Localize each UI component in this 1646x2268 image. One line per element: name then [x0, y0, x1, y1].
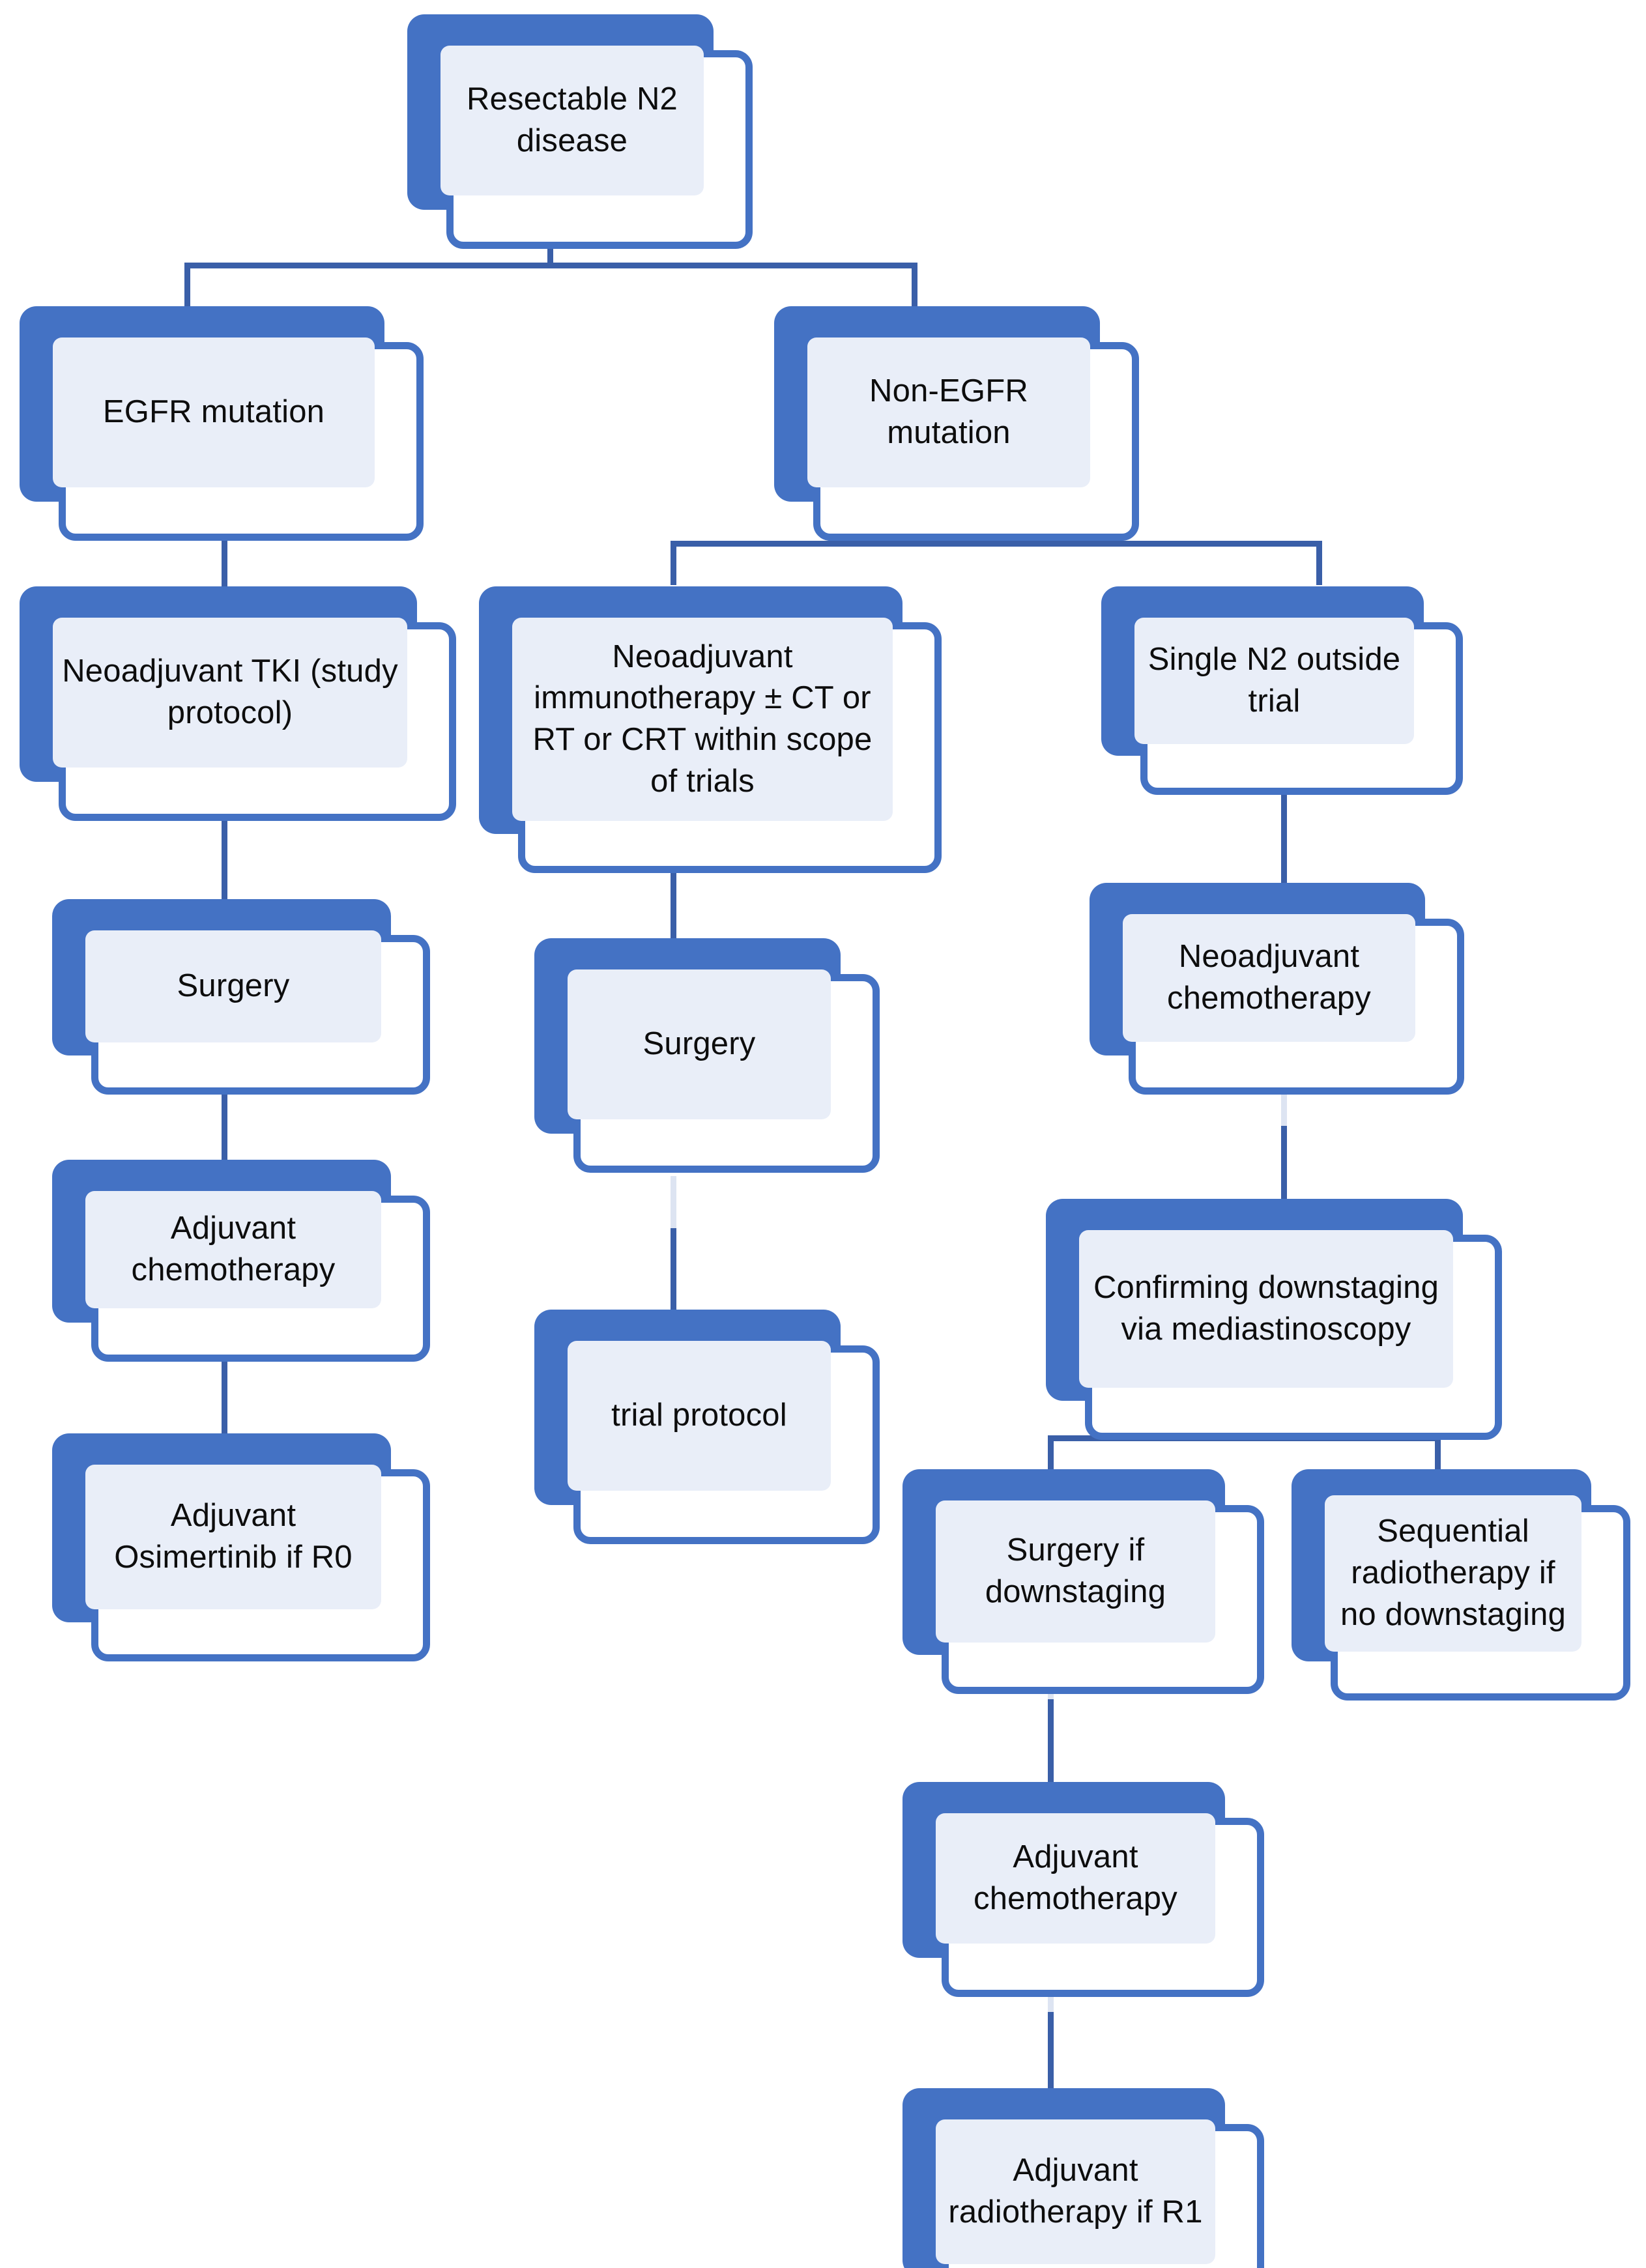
node-label: Non-EGFR mutation [869, 373, 1028, 450]
connector-surgeryleft-to-adjchemo [222, 1078, 227, 1161]
node-resectable-n2-disease[interactable]: Resectable N2 disease [407, 14, 753, 249]
node-label: Neoadjuvant TKI (study protocol) [62, 653, 398, 730]
connector-adjchemoright-to-adjrt [1048, 2012, 1054, 2090]
node-label: Confirming downstaging via mediastinosco… [1093, 1270, 1439, 1347]
node-label: Adjuvant chemotherapy [974, 1839, 1177, 1916]
connector-surgerymid-inner-tick [671, 1176, 676, 1228]
node-surgery-left[interactable]: Surgery [52, 899, 430, 1095]
node-text-box: Adjuvant radiotherapy if R1 [936, 2119, 1215, 2264]
node-surgery-if-downstaging[interactable]: Surgery if downstaging [902, 1469, 1264, 1694]
connector-surgerydown-to-adjchemo [1048, 1699, 1054, 1784]
node-neoadjuvant-tki[interactable]: Neoadjuvant TKI (study protocol) [20, 586, 456, 821]
node-text-box: Resectable N2 disease [440, 46, 704, 195]
connector-level1-bar [184, 263, 917, 268]
connector-neochemo-to-confirm [1281, 1126, 1287, 1203]
node-label: Surgery if downstaging [985, 1532, 1166, 1609]
node-label: Surgery [177, 968, 290, 1004]
node-sequential-radiotherapy[interactable]: Sequential radiotherapy if no downstagin… [1292, 1469, 1630, 1701]
node-adjuvant-radiotherapy-r1[interactable]: Adjuvant radiotherapy if R1 [902, 2088, 1264, 2268]
node-egfr-mutation[interactable]: EGFR mutation [20, 306, 424, 541]
connector-level2-right-drop [1316, 541, 1322, 585]
node-adjuvant-osimertinib-r0[interactable]: Adjuvant Osimertinib if R0 [52, 1433, 430, 1661]
node-label: Neoadjuvant chemotherapy [1167, 939, 1371, 1016]
connector-neoimmuno-to-surgerymid [671, 865, 676, 940]
node-single-n2-outside-trial[interactable]: Single N2 outside trial [1101, 586, 1463, 795]
node-surgery-middle[interactable]: Surgery [534, 938, 880, 1173]
connector-neochemo-inner-tick [1281, 1069, 1287, 1126]
connector-level1-left-drop [184, 263, 190, 308]
node-label: Surgery [643, 1026, 756, 1062]
node-label: Resectable N2 disease [467, 81, 678, 158]
node-non-egfr-mutation[interactable]: Non-EGFR mutation [774, 306, 1139, 541]
node-neoadjuvant-immunotherapy[interactable]: Neoadjuvant immunotherapy ± CT or RT or … [479, 586, 942, 873]
node-text-box: Surgery [85, 930, 381, 1042]
node-neoadjuvant-chemotherapy[interactable]: Neoadjuvant chemotherapy [1090, 883, 1464, 1095]
connector-level2-bar [671, 541, 1322, 547]
node-text-box: trial protocol [568, 1341, 831, 1491]
node-label: Neoadjuvant immunotherapy ± CT or RT or … [532, 639, 873, 799]
node-label: trial protocol [611, 1398, 787, 1433]
node-text-box: Surgery if downstaging [936, 1500, 1215, 1643]
node-label: EGFR mutation [102, 394, 325, 430]
node-label: Adjuvant radiotherapy if R1 [948, 2153, 1203, 2230]
node-confirming-downstaging[interactable]: Confirming downstaging via mediastinosco… [1046, 1199, 1502, 1440]
node-text-box: Surgery [568, 969, 831, 1119]
node-label: Adjuvant chemotherapy [131, 1211, 336, 1287]
node-label: Sequential radiotherapy if no downstagin… [1340, 1514, 1567, 1632]
node-text-box: Sequential radiotherapy if no downstagin… [1325, 1495, 1581, 1652]
node-text-box: EGFR mutation [53, 337, 375, 487]
connector-surgerymid-to-trialprotocol [671, 1228, 676, 1313]
connector-level3-right-drop [1435, 1435, 1441, 1476]
node-adjuvant-chemotherapy-left[interactable]: Adjuvant chemotherapy [52, 1160, 430, 1362]
connector-egfr-to-neotki [222, 503, 227, 589]
node-label: Single N2 outside trial [1148, 642, 1401, 719]
node-label: Adjuvant Osimertinib if R0 [114, 1498, 353, 1575]
node-text-box: Neoadjuvant chemotherapy [1123, 914, 1415, 1042]
node-text-box: Non-EGFR mutation [807, 337, 1090, 487]
node-trial-protocol[interactable]: trial protocol [534, 1310, 880, 1544]
connector-level2-left-drop [671, 541, 676, 585]
connector-neotki-to-surgery [222, 816, 227, 902]
node-text-box: Confirming downstaging via mediastinosco… [1079, 1230, 1453, 1388]
node-text-box: Neoadjuvant immunotherapy ± CT or RT or … [512, 618, 893, 821]
node-text-box: Neoadjuvant TKI (study protocol) [53, 618, 407, 768]
node-text-box: Single N2 outside trial [1134, 618, 1414, 744]
connector-adjchemoleft-to-osi [222, 1345, 227, 1435]
connector-singlen2-to-neochemo [1281, 794, 1287, 885]
node-adjuvant-chemotherapy-right[interactable]: Adjuvant chemotherapy [902, 1782, 1264, 1997]
connector-level3-left-drop [1048, 1435, 1054, 1476]
connector-level1-right-drop [912, 263, 917, 308]
node-text-box: Adjuvant Osimertinib if R0 [85, 1465, 381, 1609]
node-text-box: Adjuvant chemotherapy [85, 1191, 381, 1308]
node-text-box: Adjuvant chemotherapy [936, 1813, 1215, 1944]
